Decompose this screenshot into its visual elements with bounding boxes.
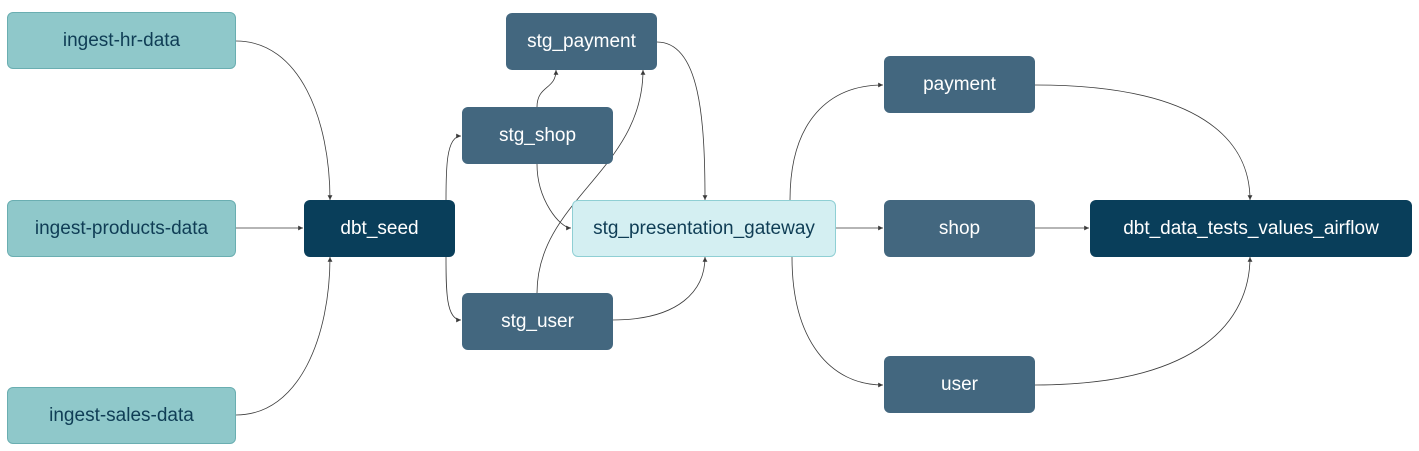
edge-stg-user-to-gateway (611, 256, 708, 321)
edge-stg-shop-to-stg-payment (536, 69, 559, 108)
edge-payment-to-tests (1034, 84, 1253, 201)
edge-stg-user-to-stg-payment (536, 69, 646, 294)
node-ingest-products-data[interactable]: ingest-products-data (7, 200, 236, 257)
node-stg-user[interactable]: stg_user (462, 293, 613, 350)
node-user[interactable]: user (884, 356, 1035, 413)
edge-dbt-seed-to-stg-shop (445, 133, 462, 201)
node-dbt-data-tests-values-airflow[interactable]: dbt_data_tests_values_airflow (1090, 200, 1412, 257)
edge-ingest-hr-to-dbt-seed (235, 40, 333, 201)
edge-gateway-to-user (791, 256, 884, 388)
edge-gateway-to-payment (789, 82, 884, 201)
edge-user-to-tests (1034, 256, 1253, 386)
node-stg-presentation-gateway[interactable]: stg_presentation_gateway (572, 200, 836, 257)
edge-stg-shop-to-gateway (536, 163, 572, 231)
node-stg-shop[interactable]: stg_shop (462, 107, 613, 164)
edge-ingest-sales-to-dbt-seed (235, 256, 333, 416)
node-ingest-sales-data[interactable]: ingest-sales-data (7, 387, 236, 444)
node-payment[interactable]: payment (884, 56, 1035, 113)
node-ingest-hr-data[interactable]: ingest-hr-data (7, 12, 236, 69)
edge-dbt-seed-to-stg-user (445, 256, 462, 323)
node-stg-payment[interactable]: stg_payment (506, 13, 657, 70)
node-dbt-seed[interactable]: dbt_seed (304, 200, 455, 257)
edge-stg-payment-to-gateway (656, 41, 708, 201)
node-shop[interactable]: shop (884, 200, 1035, 257)
